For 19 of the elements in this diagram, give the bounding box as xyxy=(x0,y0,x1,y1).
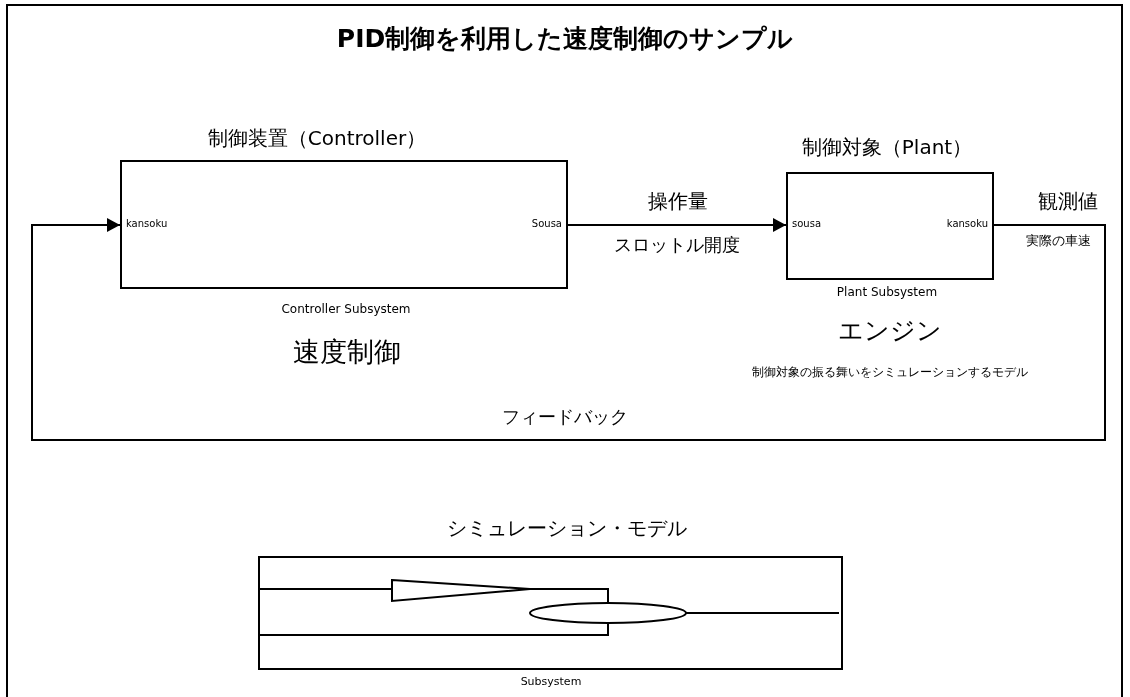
arrow xyxy=(31,218,1106,441)
block-heading: 速度制御 xyxy=(293,335,401,369)
arrow xyxy=(567,218,787,232)
signal-label: 観測値 xyxy=(1038,188,1098,215)
block-caption: Controller Subsystem xyxy=(281,302,411,316)
port-label: kansoku xyxy=(126,218,168,229)
block-caption: Plant Subsystem xyxy=(836,285,938,299)
port-label: sousa xyxy=(792,218,821,229)
diagram-title: PID制御を利用した速度制御のサンプル xyxy=(336,23,794,55)
block-title: 制御対象（Plant） xyxy=(801,134,973,161)
port-label: Sousa xyxy=(531,218,562,229)
port-label: kansoku xyxy=(946,218,988,229)
signal-label: スロットル開度 xyxy=(614,233,740,257)
block-caption: Subsystem xyxy=(520,675,582,688)
signal-label: 実際の車速 xyxy=(1025,232,1091,250)
block-note: 制御対象の振る舞いをシミュレーションするモデル xyxy=(752,364,1028,381)
block-title: 制御装置（Controller） xyxy=(207,125,427,152)
block-title: シミュレーション・モデル xyxy=(447,515,687,542)
block-heading: エンジン xyxy=(838,315,942,347)
